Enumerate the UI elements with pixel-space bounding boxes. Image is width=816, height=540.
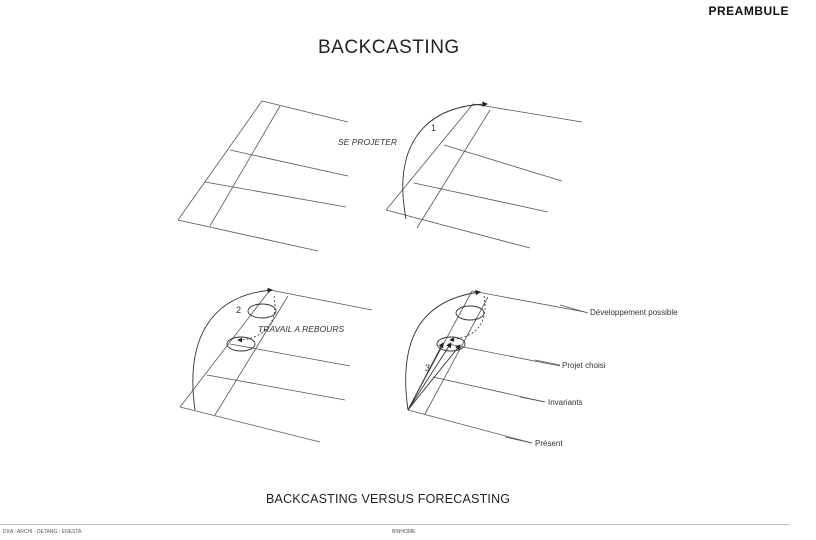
future-target-ellipse — [247, 303, 277, 319]
grid-panel-top-left — [177, 100, 349, 252]
footer-divider — [0, 524, 790, 525]
footer-center-text: BINHOME — [392, 529, 416, 535]
grid-panel-bottom-right — [407, 290, 586, 444]
se-projeter-label: SE PROJETER — [338, 137, 397, 147]
label-developpement-possible: Développement possible — [590, 308, 678, 317]
label-present: Présent — [535, 439, 563, 448]
page-title: BACKCASTING — [318, 37, 460, 58]
label-leaders — [504, 304, 589, 444]
diagram-caption: BACKCASTING VERSUS FORECASTING — [266, 492, 511, 506]
travail-a-rebours-label: TRAVAIL A REBOURS — [258, 324, 344, 334]
future-ellipse-right — [455, 305, 485, 321]
grid-panel-top-right — [385, 103, 583, 249]
projection-arc — [402, 101, 488, 220]
section-label: PREAMBULE — [708, 4, 789, 18]
projection-arc-2 — [192, 287, 273, 411]
backward-dotted-arrow — [237, 295, 276, 343]
convergence-arrows — [407, 342, 461, 411]
step-1-number: 1 — [431, 123, 436, 133]
projection-arc-3 — [405, 289, 481, 411]
footer-left-text: DXA : ARCHI - DETANG - ENESTA — [3, 529, 82, 535]
backcast-target-ellipse — [226, 336, 256, 352]
step-3-number: 3 — [425, 363, 430, 373]
step-2-number: 2 — [236, 305, 241, 315]
chosen-project-ellipse — [436, 336, 466, 352]
grid-panel-bottom-left — [179, 289, 373, 443]
backward-dotted-arrow-right — [449, 295, 486, 342]
label-projet-choisi: Projet choisi — [562, 361, 606, 370]
label-invariants: Invariants — [548, 398, 583, 407]
